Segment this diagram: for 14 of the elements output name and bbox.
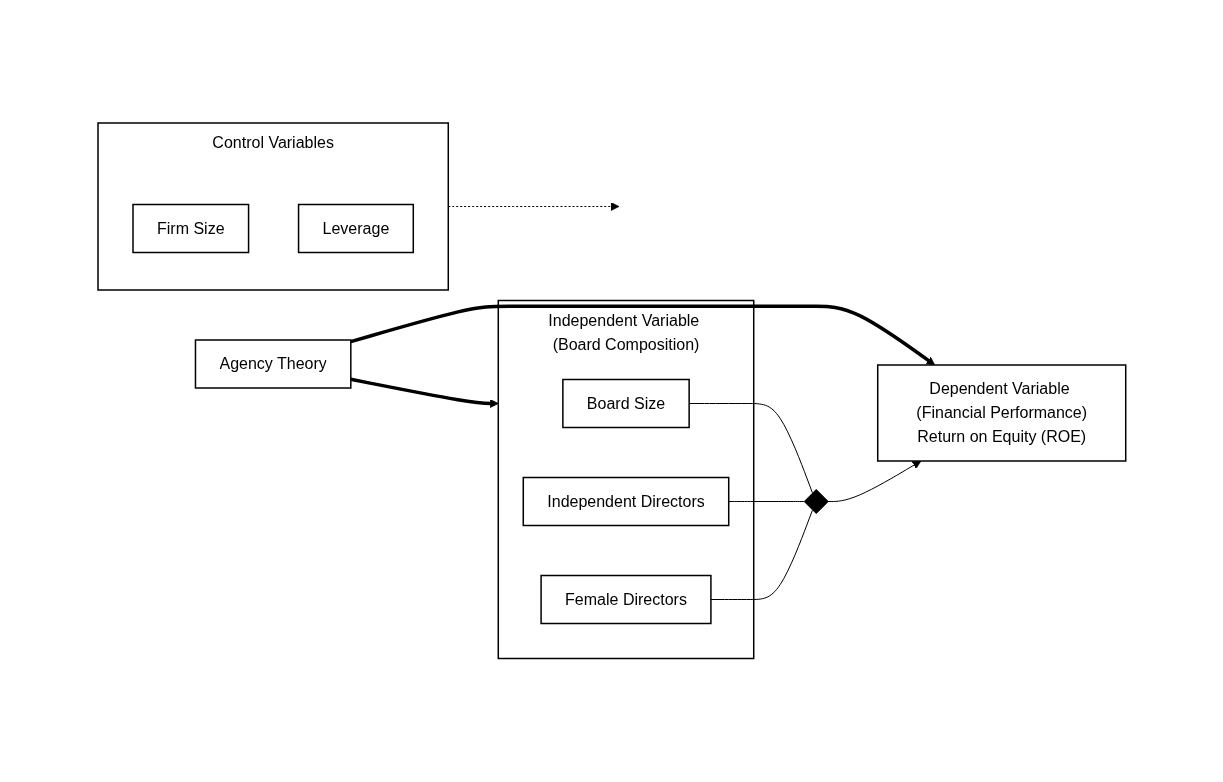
node-box: Female Directors: [540, 575, 712, 625]
node-box: Agency Theory: [194, 339, 352, 389]
node-box: Dependent Variable (Financial Performance) Return on Equity (ROE): [876, 364, 1127, 462]
arrow: [826, 460, 921, 503]
arrow: [349, 304, 935, 366]
node-diamond: [803, 489, 829, 515]
arrow: [350, 377, 499, 409]
node-box: Independent Directors: [522, 477, 730, 527]
node-box: Firm Size: [131, 204, 249, 254]
node-box: Board Size: [561, 379, 690, 429]
connector: [688, 403, 813, 494]
connector: [710, 509, 813, 601]
node-box: Leverage: [297, 204, 414, 254]
arrow: [447, 202, 620, 212]
